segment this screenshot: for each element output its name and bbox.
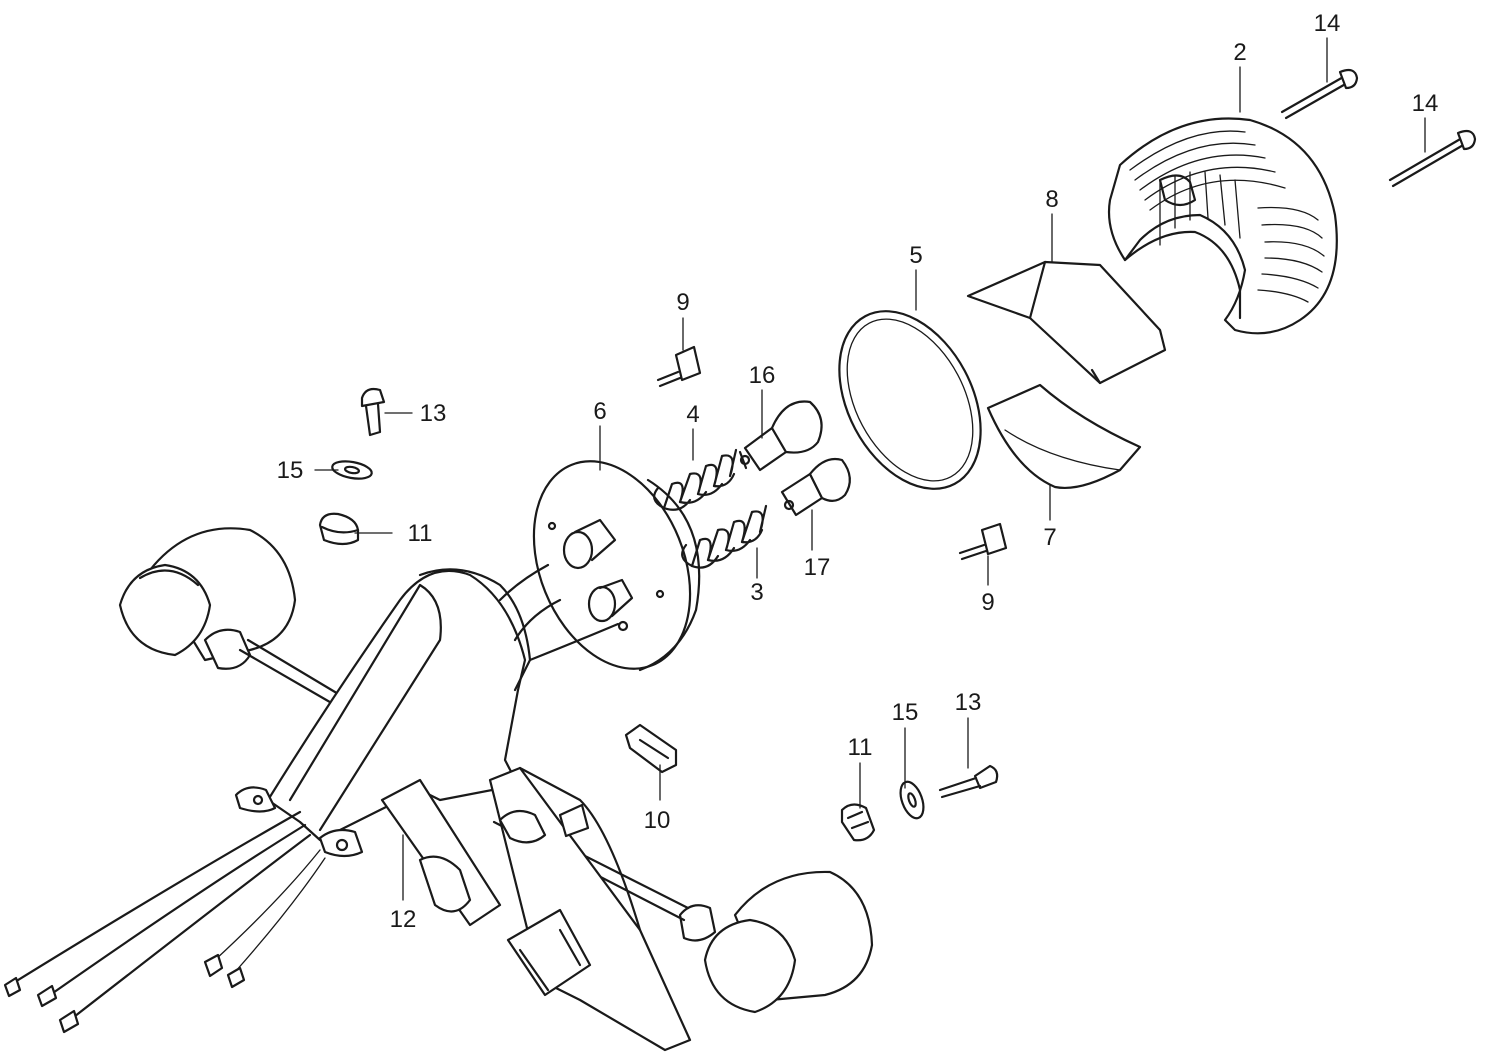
part-7-curved-reflector xyxy=(986,383,1142,489)
part-12-bracket xyxy=(234,568,692,1052)
callout-11-lower: 11 xyxy=(848,734,873,761)
part-10-clip xyxy=(624,723,678,774)
part-14-screw-right xyxy=(1388,129,1477,188)
callout-12: 12 xyxy=(390,906,417,933)
turn-signal-right xyxy=(492,810,874,1014)
callout-16: 16 xyxy=(749,362,776,389)
part-4-spring xyxy=(653,448,738,511)
callout-15-lower: 15 xyxy=(892,699,919,726)
callout-14-upper: 14 xyxy=(1314,10,1341,37)
callout-13-upper: 13 xyxy=(420,400,447,427)
callout-11-upper: 11 xyxy=(408,520,433,547)
callout-17: 17 xyxy=(804,554,831,581)
callout-9-upper: 9 xyxy=(676,289,689,316)
callout-3: 3 xyxy=(750,579,763,606)
callout-labels: 2 14 14 8 5 9 16 4 6 13 15 11 17 3 7 9 1… xyxy=(277,10,1439,933)
part-3-spring xyxy=(681,504,768,569)
part-13-screw-upper xyxy=(360,387,386,437)
callout-6: 6 xyxy=(593,398,606,425)
part-8-reflector-plate xyxy=(966,260,1167,385)
turn-signal-left xyxy=(118,527,342,707)
callout-5: 5 xyxy=(909,242,922,269)
part-13-screw-lower xyxy=(938,764,999,799)
callout-8: 8 xyxy=(1045,186,1058,213)
leader-lines xyxy=(314,37,1426,901)
part-11-grommet-lower xyxy=(840,803,876,842)
part-11-grommet-upper xyxy=(318,512,360,546)
callout-15-upper: 15 xyxy=(277,457,304,484)
callout-13-lower: 13 xyxy=(955,689,982,716)
callout-4: 4 xyxy=(686,401,699,428)
callout-2: 2 xyxy=(1233,39,1246,66)
part-15-washer-upper xyxy=(331,460,373,480)
callout-14-right: 14 xyxy=(1412,90,1439,117)
part-6-base-plate xyxy=(532,460,701,672)
part-17-bulb xyxy=(780,457,851,517)
part-9-screw-lower xyxy=(958,522,1008,561)
part-14-screw-upper xyxy=(1280,68,1359,120)
part-15-washer-lower xyxy=(899,780,925,820)
part-5-gasket xyxy=(838,310,982,490)
callout-7: 7 xyxy=(1043,524,1056,551)
part-9-screw-upper xyxy=(656,345,702,388)
wiring-harness xyxy=(3,563,620,1034)
callout-9-lower: 9 xyxy=(981,589,994,616)
part-2-lamp-housing xyxy=(1107,117,1338,335)
callout-10: 10 xyxy=(644,807,671,834)
part-16-bulb xyxy=(738,400,823,472)
